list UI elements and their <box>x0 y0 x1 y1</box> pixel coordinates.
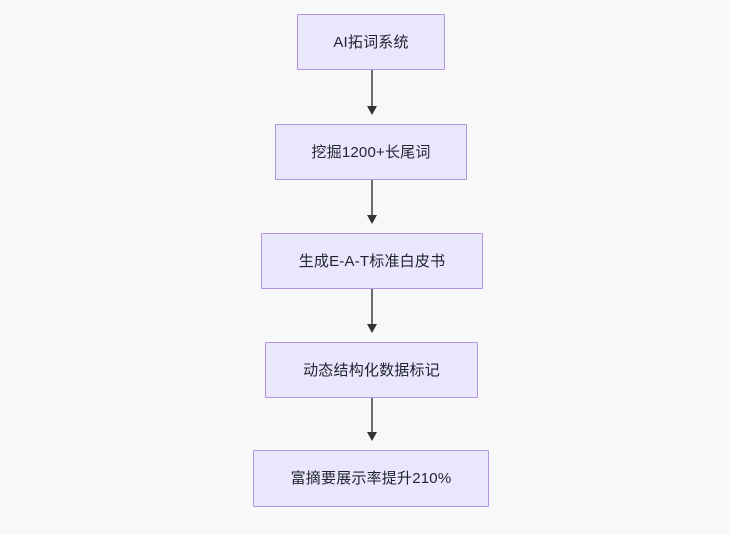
flow-node-rich-snippet-impression-lift[interactable]: 富摘要展示率提升210% <box>253 450 489 507</box>
edge-line <box>371 289 373 324</box>
arrowhead-icon <box>366 324 377 333</box>
edge-line <box>371 180 373 215</box>
flow-node-label: 挖掘1200+长尾词 <box>311 143 431 161</box>
edge-line <box>371 398 373 432</box>
flow-node-ai-keyword-system[interactable]: AI拓词系统 <box>297 14 445 70</box>
flow-node-label: 动态结构化数据标记 <box>303 361 440 379</box>
arrowhead-icon <box>366 106 377 115</box>
arrowhead-icon <box>366 432 377 441</box>
flow-node-generate-eat-whitepaper[interactable]: 生成E-A-T标准白皮书 <box>261 233 483 289</box>
flow-node-mine-longtail-keywords[interactable]: 挖掘1200+长尾词 <box>275 124 467 180</box>
arrowhead-icon <box>366 215 377 224</box>
flow-node-label: AI拓词系统 <box>333 33 409 51</box>
flow-node-label: 富摘要展示率提升210% <box>290 470 452 487</box>
edge-line <box>371 70 373 106</box>
flow-node-label: 生成E-A-T标准白皮书 <box>298 252 446 270</box>
flow-node-dynamic-structured-data-markup[interactable]: 动态结构化数据标记 <box>265 342 478 398</box>
